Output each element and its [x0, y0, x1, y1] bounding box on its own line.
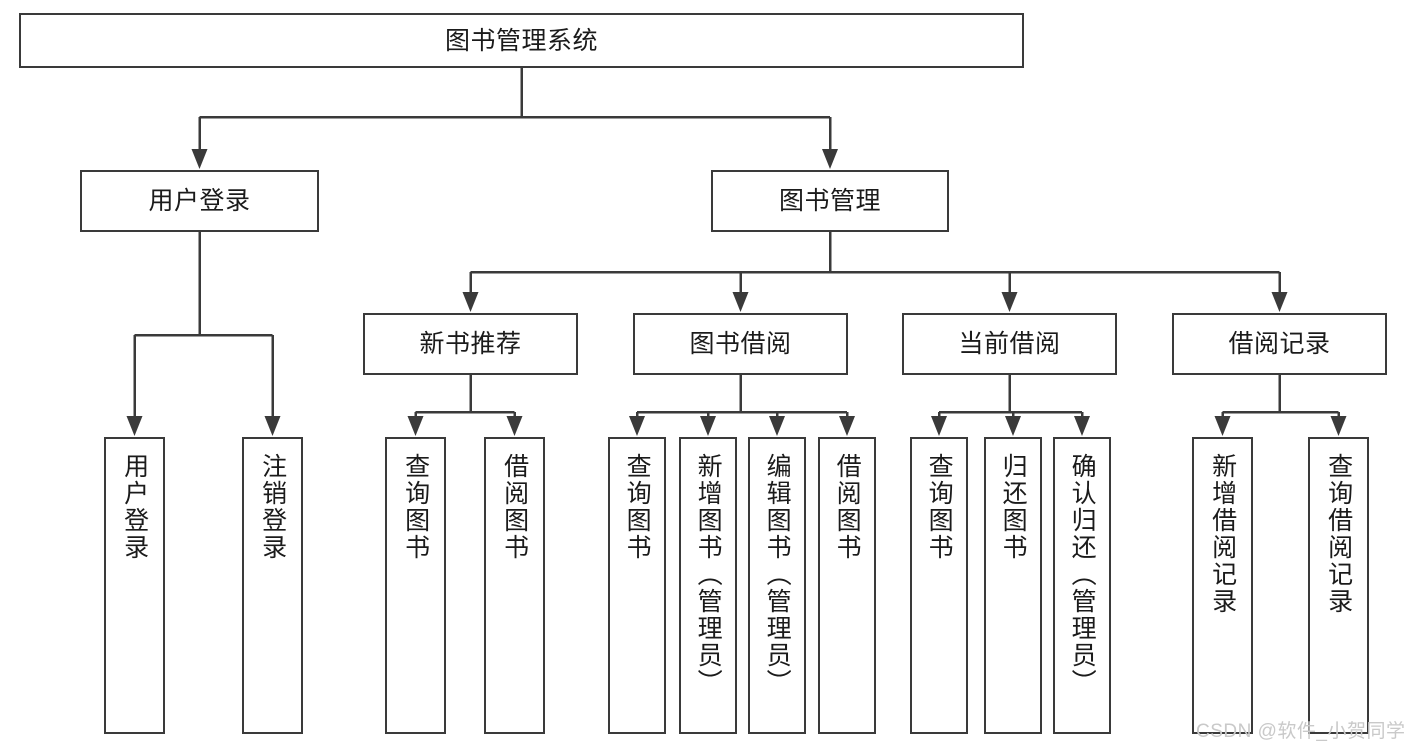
node-leaf-cb-confirm[interactable]: 确认归还（管理员）: [1053, 437, 1111, 734]
node-label-leaf-rec-query: 查询图书: [401, 453, 430, 561]
node-label-new-book-rec: 新书推荐: [419, 330, 522, 358]
node-label-leaf-cb-confirm: 确认归还（管理员）: [1068, 453, 1097, 696]
node-leaf-user-logout[interactable]: 注销登录: [242, 437, 303, 734]
node-label-leaf-bb-query: 查询图书: [623, 453, 652, 561]
node-book-borrow[interactable]: 图书借阅: [633, 313, 848, 375]
node-label-leaf-bb-edit: 编辑图书（管理员）: [763, 453, 792, 696]
node-book-manage[interactable]: 图书管理: [711, 170, 949, 232]
node-leaf-cb-query[interactable]: 查询图书: [910, 437, 968, 734]
node-label-book-borrow: 图书借阅: [689, 330, 792, 358]
node-label-leaf-user-logout: 注销登录: [258, 453, 287, 561]
node-label-leaf-br-query: 查询借阅记录: [1324, 453, 1353, 615]
node-new-book-rec[interactable]: 新书推荐: [363, 313, 578, 375]
node-leaf-br-add[interactable]: 新增借阅记录: [1192, 437, 1253, 734]
node-label-leaf-user-login: 用户登录: [120, 453, 149, 561]
node-root[interactable]: 图书管理系统: [19, 13, 1024, 68]
node-label-leaf-cb-query: 查询图书: [925, 453, 954, 561]
node-leaf-rec-borrow[interactable]: 借阅图书: [484, 437, 545, 734]
node-borrow-record[interactable]: 借阅记录: [1172, 313, 1387, 375]
node-leaf-bb-query[interactable]: 查询图书: [608, 437, 666, 734]
node-user-login[interactable]: 用户登录: [80, 170, 319, 232]
node-label-book-manage: 图书管理: [778, 187, 881, 215]
node-label-leaf-br-add: 新增借阅记录: [1208, 453, 1237, 615]
node-label-user-login: 用户登录: [148, 187, 251, 215]
node-leaf-br-query[interactable]: 查询借阅记录: [1308, 437, 1369, 734]
node-current-borrow[interactable]: 当前借阅: [902, 313, 1117, 375]
node-label-leaf-bb-borrow: 借阅图书: [833, 453, 862, 561]
node-leaf-bb-add[interactable]: 新增图书（管理员）: [679, 437, 737, 734]
node-label-leaf-cb-return: 归还图书: [999, 453, 1028, 561]
node-label-borrow-record: 借阅记录: [1228, 330, 1331, 358]
node-leaf-rec-query[interactable]: 查询图书: [385, 437, 446, 734]
node-leaf-bb-edit[interactable]: 编辑图书（管理员）: [748, 437, 806, 734]
node-label-leaf-rec-borrow: 借阅图书: [500, 453, 529, 561]
node-label-current-borrow: 当前借阅: [958, 330, 1061, 358]
node-label-root: 图书管理系统: [444, 26, 598, 55]
node-leaf-user-login[interactable]: 用户登录: [104, 437, 165, 734]
node-label-leaf-bb-add: 新增图书（管理员）: [694, 453, 723, 696]
node-leaf-cb-return[interactable]: 归还图书: [984, 437, 1042, 734]
node-leaf-bb-borrow[interactable]: 借阅图书: [818, 437, 876, 734]
